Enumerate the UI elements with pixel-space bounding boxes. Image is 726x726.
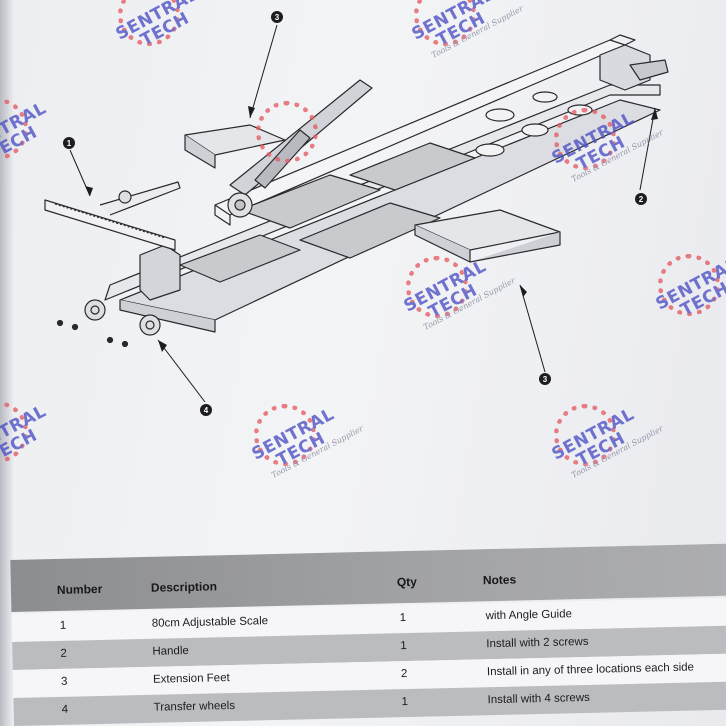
end-block-left: [139, 244, 181, 301]
callout-2: 2: [635, 193, 647, 205]
cell-description: Transfer wheels: [153, 699, 236, 714]
tile-cutter-diagram: [44, 24, 669, 403]
header-description: Description: [150, 579, 218, 595]
callout-1: 1: [63, 137, 75, 149]
end-block-right: [599, 44, 651, 91]
callout-3-right: 3: [539, 373, 551, 385]
callout-3-top: 3: [271, 11, 283, 23]
cell-number: 1: [59, 619, 67, 632]
cell-qty: 1: [401, 696, 409, 709]
cell-number: 3: [60, 675, 68, 688]
cell-qty: 1: [399, 612, 407, 625]
page-edge-shadow: [0, 0, 14, 726]
header-qty: Qty: [396, 574, 418, 590]
header-number: Number: [56, 581, 103, 597]
main-frame: [104, 84, 661, 301]
cell-description: Handle: [152, 644, 189, 658]
cell-number: 2: [60, 647, 67, 660]
header-notes: Notes: [482, 572, 517, 588]
cell-description: Extension Feet: [152, 672, 230, 686]
cell-notes: Install in any of three locations each s…: [486, 661, 695, 679]
cell-notes: Install with 2 screws: [486, 635, 589, 651]
callout-4: 4: [200, 404, 212, 416]
adjustable-scale: [44, 199, 176, 251]
cell-qty: 1: [400, 640, 407, 653]
cell-description: 80cm Adjustable Scale: [151, 615, 269, 630]
cell-number: 4: [61, 703, 69, 716]
transfer-wheels: [84, 299, 161, 336]
cell-notes: with Angle Guide: [485, 608, 573, 623]
cell-qty: 2: [400, 668, 408, 681]
parts-table: Number Description Qty Notes 1 80cm Adju…: [10, 532, 726, 726]
cell-notes: Install with 4 screws: [487, 691, 590, 707]
